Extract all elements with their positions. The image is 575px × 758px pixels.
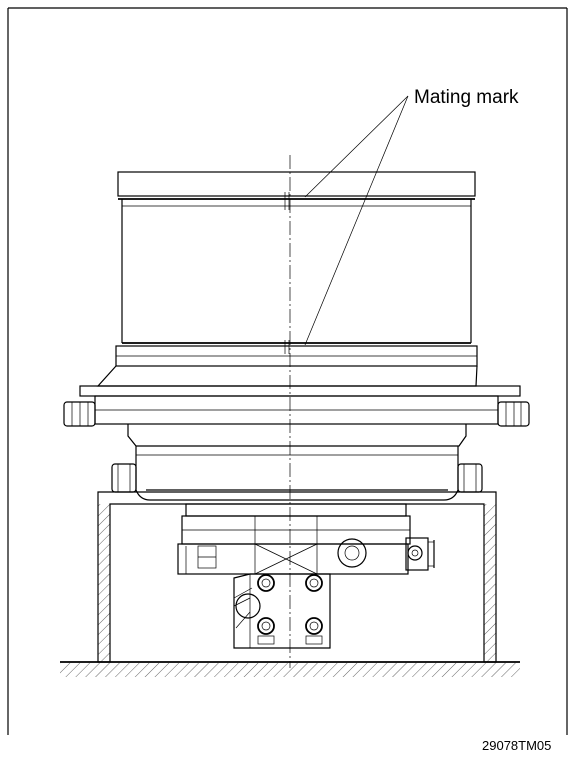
figure-id: 29078TM05 [482,738,551,753]
lower-ring [115,345,478,367]
port-right [405,537,435,571]
mating-mark-callout: Mating mark [304,87,519,346]
flange [79,365,521,425]
valve-bolt [305,617,323,635]
flange-boss-left [63,401,96,427]
side-block-right [457,463,483,493]
leader-line-lower [304,95,409,346]
valve-block [233,573,331,649]
leader-line-upper [304,95,409,198]
valve-bolt [305,574,323,592]
support-stand [97,491,497,663]
mating-mark-label: Mating mark [414,87,519,108]
page-frame [7,7,568,735]
flange-boss-right [497,401,530,427]
housing-body [121,199,472,344]
mating-mark-lower [284,340,290,354]
mating-mark-upper [284,192,290,210]
top-cover [117,171,476,200]
fitting-left [185,545,217,574]
valve-bolt [257,617,275,635]
valve-bolt [257,574,275,592]
fitting-center [337,538,367,568]
side-block-left [111,463,137,493]
motor-body [177,503,411,575]
lower-hub [127,424,467,501]
